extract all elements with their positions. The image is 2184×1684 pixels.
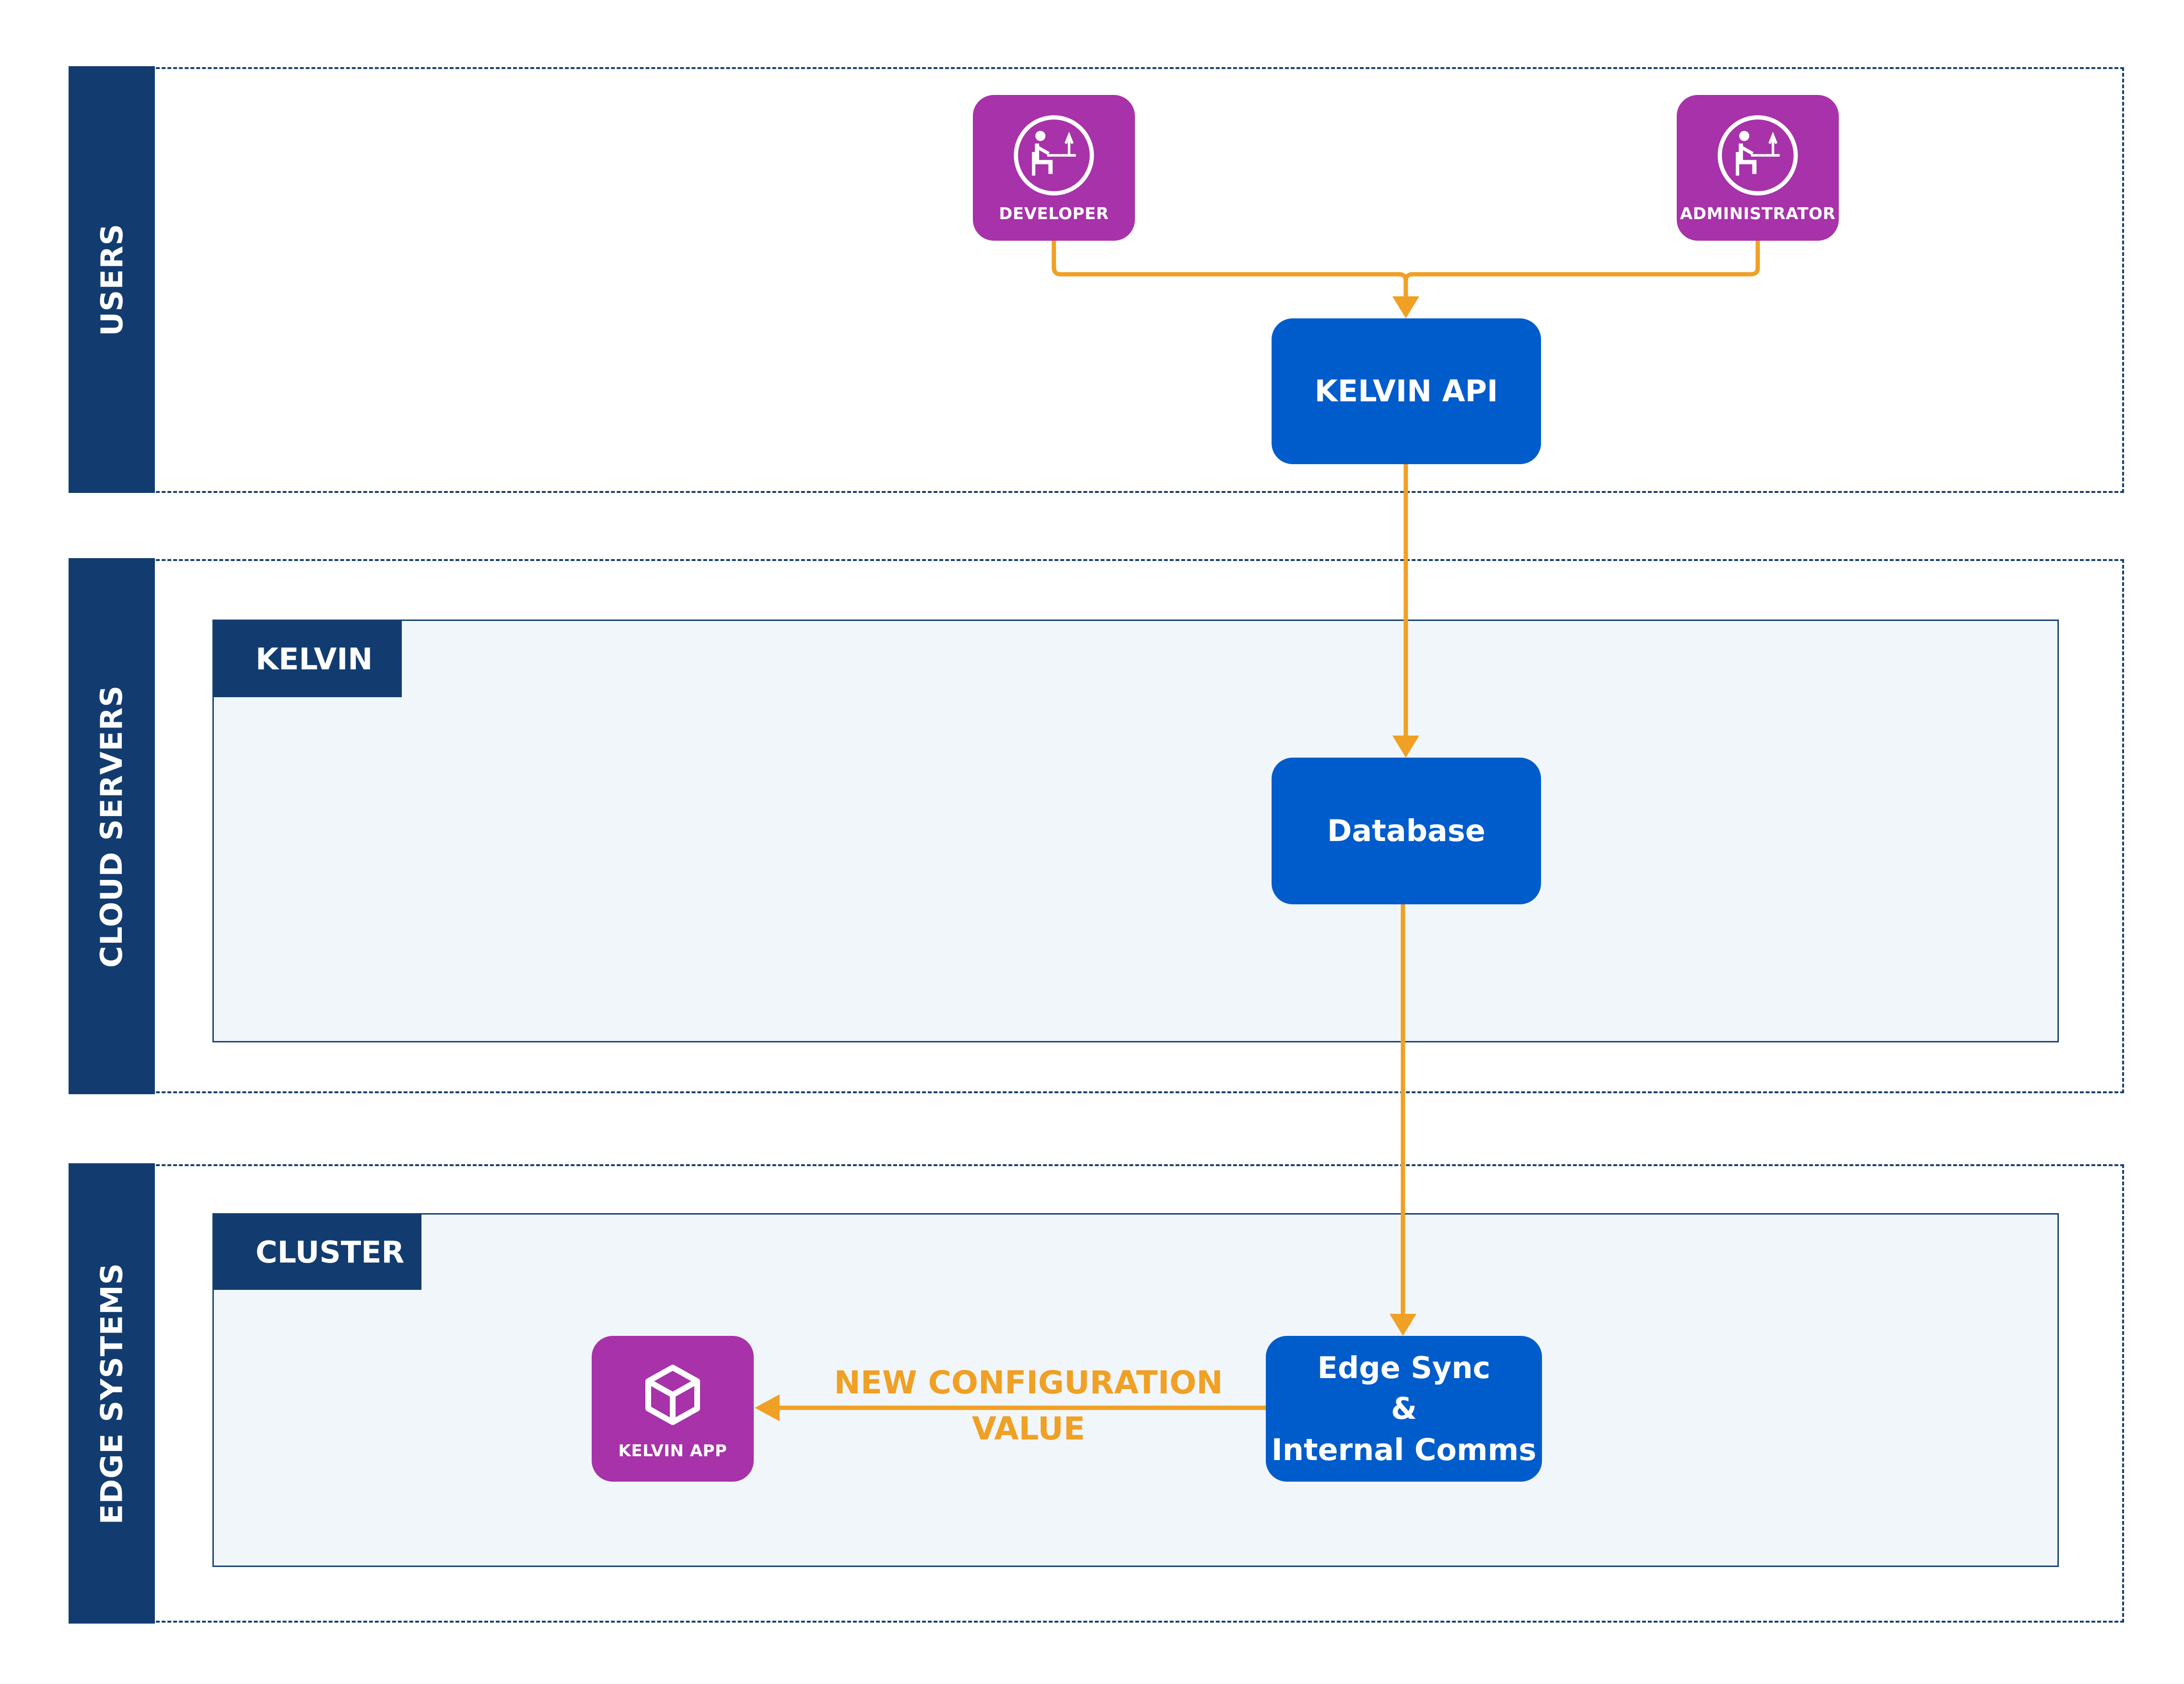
administrator-node[interactable]: ADMINISTRATOR bbox=[1677, 95, 1839, 241]
administrator-label: ADMINISTRATOR bbox=[1680, 204, 1836, 223]
edge-developer-to-api bbox=[1051, 238, 1408, 301]
arrowhead-into-api bbox=[1392, 296, 1419, 318]
kelvin-api-label: KELVIN API bbox=[1314, 374, 1498, 409]
arrowhead-into-kelvin-app bbox=[755, 1394, 780, 1421]
group-cluster bbox=[212, 1213, 2059, 1567]
lane-header-cloud-servers: CLOUD SERVERS bbox=[69, 558, 155, 1094]
person-at-computer-icon bbox=[1014, 115, 1094, 196]
edge-sync-node[interactable]: Edge Sync & Internal Comms bbox=[1266, 1336, 1542, 1482]
edge-administrator-to-api bbox=[1403, 238, 1760, 283]
lane-header-edge-systems: EDGE SYSTEMS bbox=[69, 1163, 155, 1624]
flow-label-line2: VALUE bbox=[971, 1410, 1086, 1447]
lane-header-users: USERS bbox=[69, 66, 155, 493]
group-tag-cluster: CLUSTER bbox=[213, 1214, 421, 1290]
group-tag-kelvin: KELVIN bbox=[213, 620, 402, 697]
kelvin-app-label: KELVIN APP bbox=[618, 1441, 727, 1461]
group-kelvin bbox=[212, 620, 2059, 1042]
edge-sync-label-line1: Edge Sync bbox=[1317, 1350, 1491, 1385]
edge-sync-label-line2: & bbox=[1390, 1391, 1417, 1427]
flow-label-line1: NEW CONFIGURATION bbox=[834, 1364, 1223, 1401]
arrowhead-into-database bbox=[1392, 736, 1419, 758]
arrowhead-into-edgesync bbox=[1390, 1314, 1416, 1336]
database-label: Database bbox=[1327, 813, 1485, 849]
cube-icon bbox=[645, 1365, 700, 1425]
database-node[interactable]: Database bbox=[1272, 758, 1541, 904]
person-at-computer-icon bbox=[1717, 115, 1798, 196]
developer-label: DEVELOPER bbox=[999, 204, 1109, 223]
kelvin-api-node[interactable]: KELVIN API bbox=[1272, 318, 1541, 464]
kelvin-app-node[interactable]: KELVIN APP bbox=[592, 1336, 754, 1482]
new-configuration-value-label: NEW CONFIGURATION VALUE bbox=[810, 1360, 1247, 1451]
edge-sync-label-line3: Internal Comms bbox=[1271, 1432, 1537, 1467]
developer-node[interactable]: DEVELOPER bbox=[973, 95, 1135, 241]
